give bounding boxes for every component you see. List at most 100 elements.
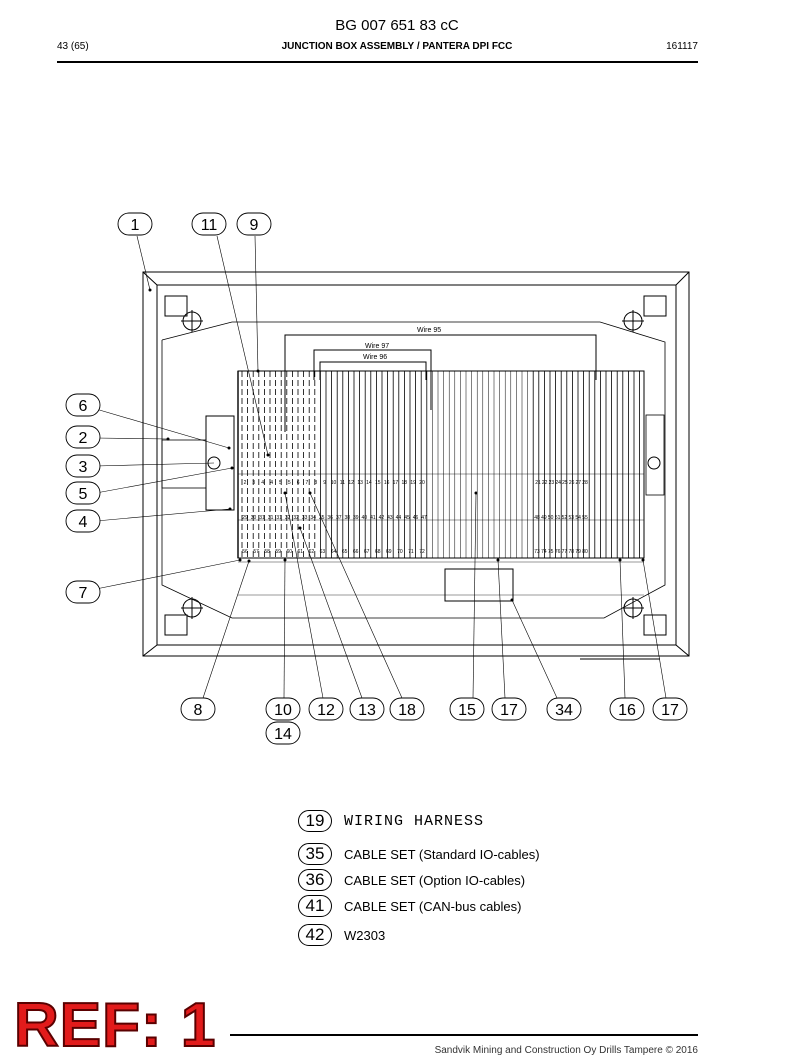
terminal-number: 53 <box>569 515 575 521</box>
corner-boss-br <box>622 597 667 636</box>
terminal-number: 29 <box>242 515 248 521</box>
footer-rule <box>230 1034 698 1036</box>
terminal-field <box>237 370 645 559</box>
terminal-number: 78 <box>569 549 575 555</box>
terminal-number: 58 <box>264 549 270 555</box>
svg-text:10: 10 <box>274 702 292 719</box>
terminal-number: 30 <box>251 515 257 521</box>
terminal-number: 75 <box>548 549 554 555</box>
callout-17: 17 <box>652 697 688 721</box>
terminal-number: 35 <box>319 515 325 521</box>
terminal-number: 42 <box>379 515 385 521</box>
callout-8: 8 <box>180 697 216 721</box>
terminal-number: 56 <box>242 549 248 555</box>
corner-boss-tl <box>164 295 203 332</box>
svg-text:7: 7 <box>79 585 88 602</box>
wire-label-96: Wire 96 <box>363 354 387 361</box>
terminal-number: 66 <box>353 549 359 555</box>
svg-text:5: 5 <box>79 486 88 503</box>
svg-text:34: 34 <box>555 702 573 719</box>
terminal-number: 12 <box>348 480 354 486</box>
terminal-number: 80 <box>582 549 588 555</box>
svg-text:1: 1 <box>131 217 140 234</box>
svg-text:16: 16 <box>618 702 636 719</box>
terminal-number: 10 <box>331 480 337 486</box>
terminal-number: 15 <box>375 480 381 486</box>
terminal-number: 48 <box>534 515 540 521</box>
component-34 <box>444 568 514 602</box>
terminal-number: 57 <box>253 549 259 555</box>
terminal-number: 43 <box>387 515 393 521</box>
terminal-number: 16 <box>384 480 390 486</box>
terminal-number: 26 <box>569 480 575 486</box>
callout-14: 14 <box>265 721 301 745</box>
page-number: 43 (65) <box>57 41 89 52</box>
terminal-number: 38 <box>345 515 351 521</box>
svg-text:8: 8 <box>194 702 203 719</box>
wire-95 <box>284 334 597 432</box>
terminal-number: 69 <box>386 549 392 555</box>
callout-7: 7 <box>65 580 101 604</box>
terminal-number: 50 <box>548 515 554 521</box>
svg-text:12: 12 <box>317 702 335 719</box>
callout-1: 1 <box>117 212 153 236</box>
callout-34: 34 <box>546 697 582 721</box>
terminal-number: 31 <box>276 515 282 521</box>
terminal-number: 18 <box>402 480 408 486</box>
terminal-number: 63 <box>320 549 326 555</box>
terminal-number: 13 <box>357 480 363 486</box>
terminal-number: 79 <box>575 549 581 555</box>
terminal-number: 14 <box>366 480 372 486</box>
legend-text: CABLE SET (Standard IO-cables) <box>344 846 540 862</box>
callout-17: 17 <box>491 697 527 721</box>
terminal-number: 17 <box>393 480 399 486</box>
legend-row-35: 35 CABLE SET (Standard IO-cables) <box>298 842 540 866</box>
callout-3: 3 <box>65 454 101 478</box>
terminal-number: 11 <box>340 480 345 486</box>
callout-12: 12 <box>308 697 344 721</box>
terminal-number: 32 <box>285 515 291 521</box>
callout-15: 15 <box>449 697 485 721</box>
enclosure-inner <box>156 284 677 646</box>
legend-number: 19 <box>298 810 332 832</box>
callout-2: 2 <box>65 425 101 449</box>
legend-number: 36 <box>298 869 332 891</box>
svg-text:17: 17 <box>661 702 679 719</box>
terminal-number: 6 <box>297 480 300 486</box>
terminal-number: 59 <box>275 549 281 555</box>
callout-6: 6 <box>65 393 101 417</box>
document-date: 161117 <box>666 41 698 52</box>
callout-4: 4 <box>65 509 101 533</box>
terminal-number: 2 <box>244 480 247 486</box>
wire-97 <box>313 349 432 410</box>
callout-10: 10 <box>265 697 301 721</box>
terminal-number: 52 <box>562 515 568 521</box>
page-title: JUNCTION BOX ASSEMBLY / PANTERA DPI FCC <box>281 41 513 52</box>
terminal-number: 22 <box>542 480 548 486</box>
wire-label-95: Wire 95 <box>417 327 441 334</box>
terminal-number: 23 <box>549 480 555 486</box>
right-screw <box>647 456 661 470</box>
corner-boss-tr <box>622 295 667 332</box>
corner-boss-bl <box>164 597 203 636</box>
svg-text:11: 11 <box>201 217 218 234</box>
terminal-number: 37 <box>336 515 342 521</box>
terminal-number: 47 <box>421 515 427 521</box>
footer-copyright: Sandvik Mining and Construction Oy Drill… <box>434 1045 698 1056</box>
legend-text: CABLE SET (CAN-bus cables) <box>344 898 522 914</box>
terminal-number: 64 <box>331 549 337 555</box>
terminal-number: 4 <box>261 480 264 486</box>
terminal-number: 76 <box>555 549 561 555</box>
terminal-number: 49 <box>541 515 547 521</box>
terminal-number: 36 <box>327 515 333 521</box>
terminal-number: 74 <box>541 549 547 555</box>
terminal-number: 65 <box>342 549 348 555</box>
legend-number: 42 <box>298 924 332 946</box>
ref-stamp: REF: 1 <box>13 990 217 1061</box>
terminal-number: 24 <box>555 480 561 486</box>
terminal-number: 71 <box>408 549 414 555</box>
terminal-number: 20 <box>419 480 425 486</box>
mounting-plate <box>161 321 666 619</box>
terminal-number: 21 <box>535 480 541 486</box>
terminal-number: 73 <box>534 549 540 555</box>
